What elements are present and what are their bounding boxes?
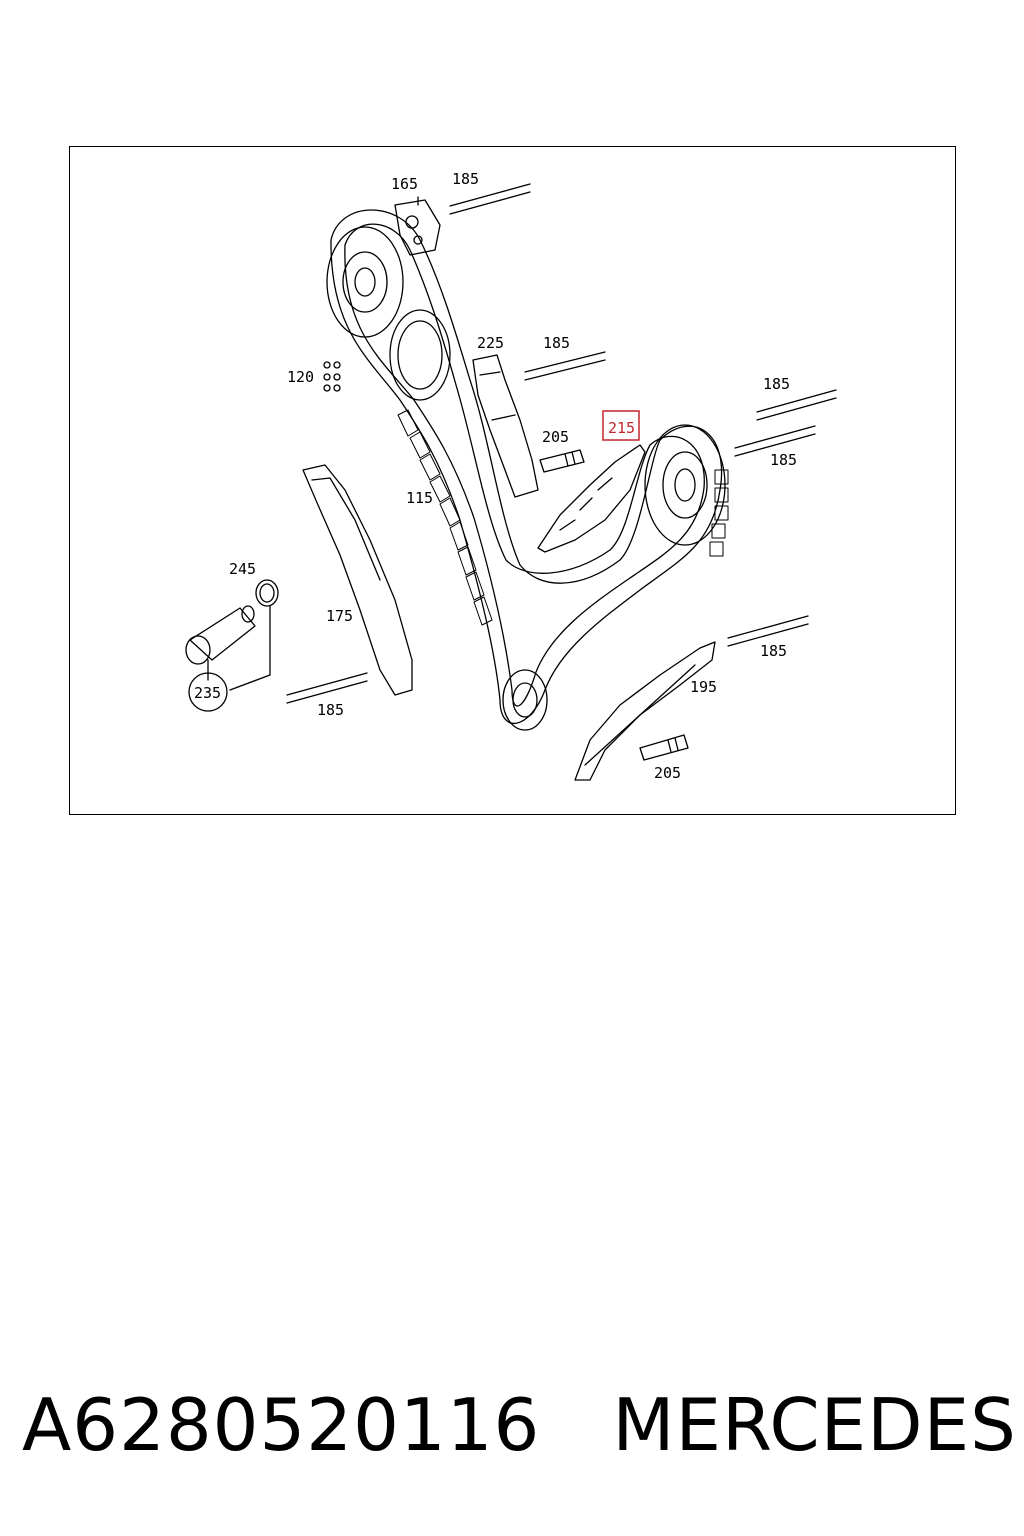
pin-185-bottom-left: [286, 672, 368, 704]
label-185-right-upper: 185: [763, 375, 790, 393]
label-205-upper: 205: [542, 428, 569, 446]
label-175: 175: [326, 607, 353, 625]
label-225: 225: [477, 334, 504, 352]
bolt-205-lower: [639, 734, 689, 761]
pin-185-right-upper: [756, 389, 837, 421]
label-165: 165: [391, 175, 418, 193]
chain-links: [397, 409, 493, 626]
chain-outline-upper: [330, 209, 723, 725]
part-245-oring: [255, 579, 279, 607]
label-215-highlight-box: [602, 410, 640, 441]
brand-name: MERCEDES: [612, 1383, 1017, 1467]
chain-outline-inner: [344, 223, 705, 707]
label-120: 120: [287, 368, 314, 386]
chain-links-right: [709, 469, 729, 557]
part-175-rail: [302, 464, 413, 696]
bolt-205-upper: [539, 449, 585, 473]
part-120-link: [323, 361, 341, 392]
upper-sprocket: [326, 226, 404, 338]
crank-sprocket: [502, 669, 548, 731]
label-235: 235: [194, 684, 221, 702]
diagram-frame: [69, 146, 956, 815]
part-number: A6280520116: [22, 1383, 541, 1467]
label-185-mid: 185: [543, 334, 570, 352]
label-195: 195: [690, 678, 717, 696]
label-185-bottom-left: 185: [317, 701, 344, 719]
part-235-tensioner: [185, 605, 271, 712]
pin-185-right-lower: [734, 425, 816, 457]
pin-185-bottom-right: [727, 615, 809, 647]
second-sprocket: [389, 309, 451, 401]
label-245: 245: [229, 560, 256, 578]
right-sprocket: [644, 424, 726, 546]
part-215-guide: [537, 444, 646, 553]
part-labels: 165 185 225 185 120 185 205 215 185 115 …: [194, 170, 797, 782]
pin-185-top: [449, 183, 531, 215]
part-165-bracket: [394, 199, 441, 256]
caption: A6280520116 MERCEDES: [0, 1370, 1024, 1480]
label-115: 115: [406, 489, 433, 507]
label-205-lower: 205: [654, 764, 681, 782]
label-185-top: 185: [452, 170, 479, 188]
part-225-guide: [472, 354, 539, 498]
part-195-guide: [574, 641, 716, 781]
label-185-bottom-right: 185: [760, 642, 787, 660]
label-215: 215: [608, 419, 635, 437]
label-185-right-lower: 185: [770, 451, 797, 469]
pin-185-mid: [524, 351, 606, 381]
